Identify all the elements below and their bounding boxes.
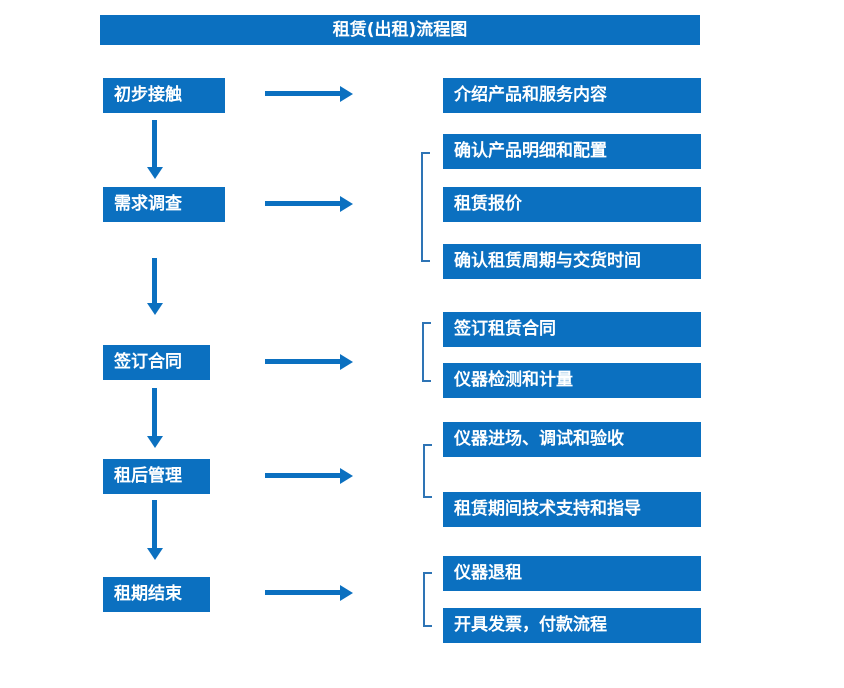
arrow-down-icon	[152, 258, 157, 303]
arrow-right-icon	[265, 359, 340, 364]
arrow-right-icon	[265, 590, 340, 595]
step-box-demand-survey: 需求调查	[103, 187, 225, 222]
arrow-down-icon	[152, 120, 157, 167]
group-bracket-icon	[423, 572, 432, 627]
detail-box-instrument-return: 仪器退租	[443, 556, 701, 591]
step-box-lease-end: 租期结束	[103, 577, 210, 612]
step-box-initial-contact: 初步接触	[103, 78, 225, 113]
detail-box-rental-quotation: 租赁报价	[443, 187, 701, 222]
detail-box-intro-products-services: 介绍产品和服务内容	[443, 78, 701, 113]
detail-box-instrument-onsite-acceptance: 仪器进场、调试和验收	[443, 422, 701, 457]
arrow-right-icon	[265, 473, 340, 478]
group-bracket-icon	[423, 444, 432, 498]
step-box-sign-contract: 签订合同	[103, 345, 210, 380]
arrow-right-icon	[265, 91, 340, 96]
group-bracket-icon	[422, 322, 431, 382]
arrow-down-icon	[152, 388, 157, 436]
detail-box-rental-tech-support: 租赁期间技术支持和指导	[443, 492, 701, 527]
group-bracket-icon	[421, 152, 430, 262]
detail-box-sign-rental-contract: 签订租赁合同	[443, 312, 701, 347]
detail-box-instrument-testing: 仪器检测和计量	[443, 363, 701, 398]
flowchart-title: 租赁(出租)流程图	[100, 15, 700, 45]
detail-box-confirm-product-details: 确认产品明细和配置	[443, 134, 701, 169]
step-box-post-rental-management: 租后管理	[103, 459, 210, 494]
arrow-right-icon	[265, 201, 340, 206]
arrow-down-icon	[152, 500, 157, 548]
detail-box-confirm-rental-period: 确认租赁周期与交货时间	[443, 244, 701, 279]
detail-box-invoice-payment: 开具发票，付款流程	[443, 608, 701, 643]
